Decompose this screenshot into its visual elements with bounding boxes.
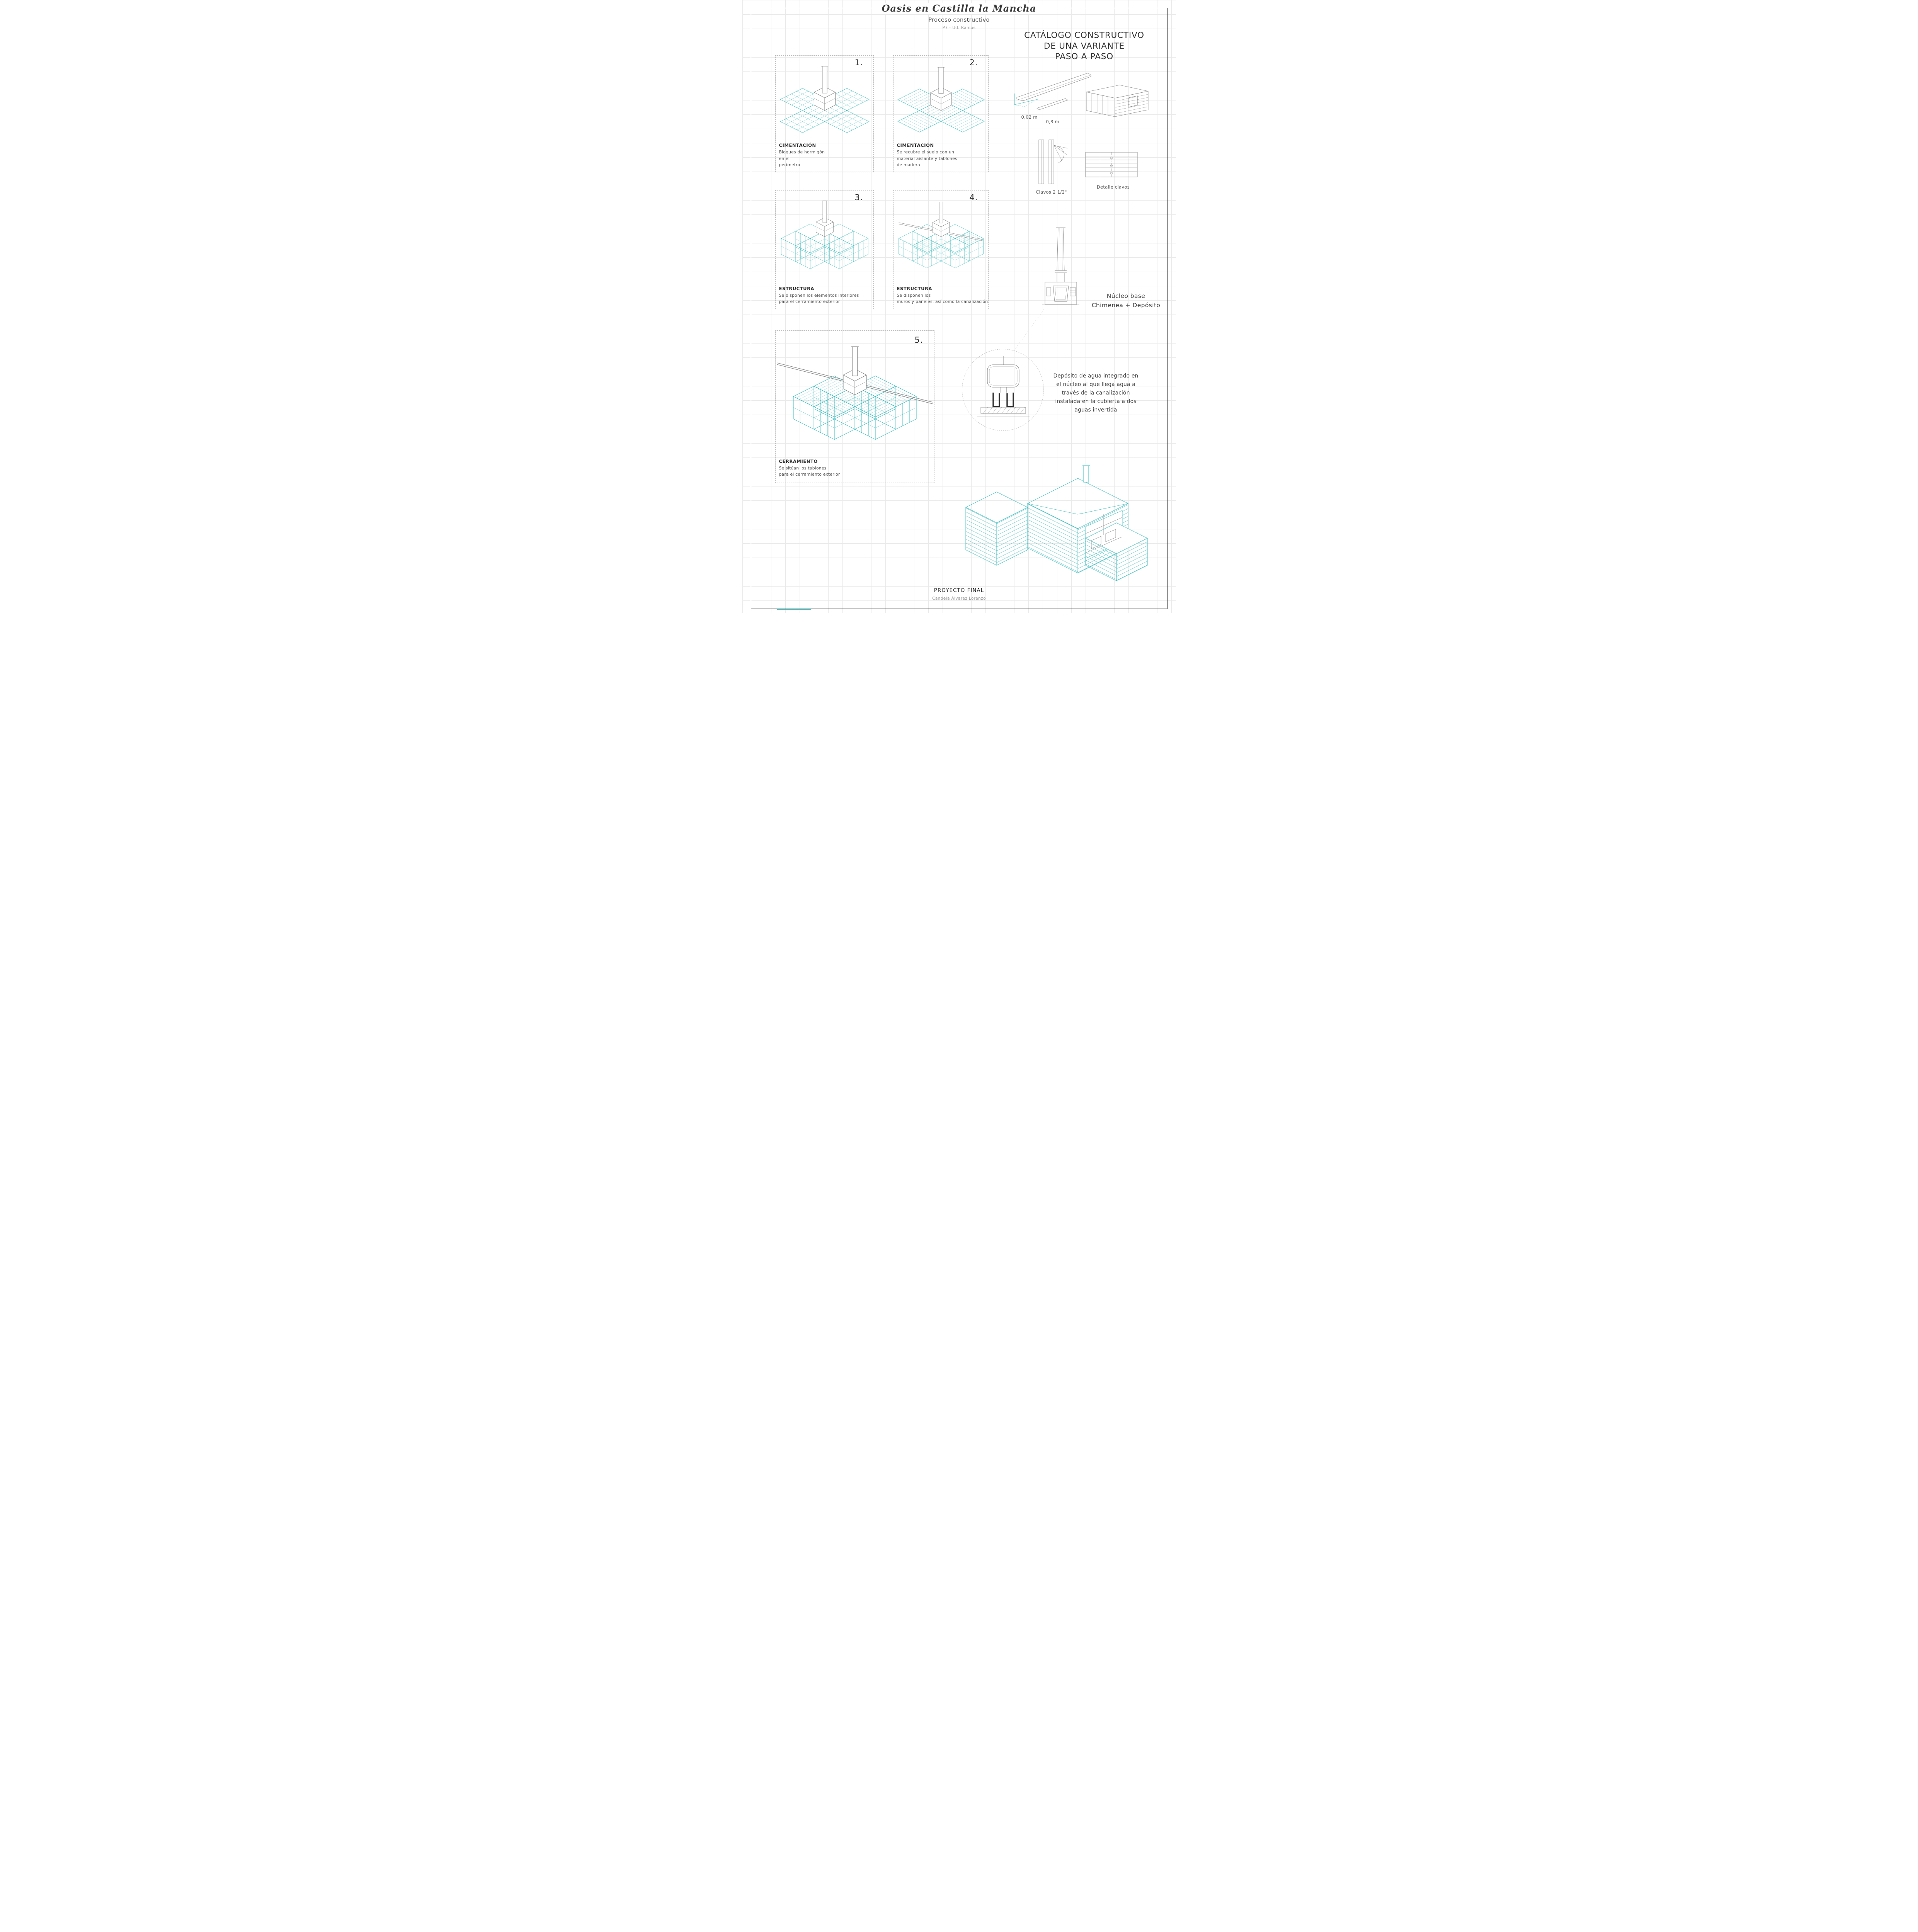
plank-dimension-drawing [1014, 73, 1091, 110]
footer-author: Candela Álvarez Lorenzo [932, 596, 986, 601]
step5-desc-line: para el cerramiento exterior [779, 472, 840, 477]
author-code: P7 - Ud. Ramos [942, 26, 976, 30]
core-chimney-elevation-drawing [1042, 227, 1079, 305]
step4-desc-line: muros y paneles, así como la canalizació… [897, 299, 988, 304]
page-subtitle: Proceso constructivo [928, 17, 990, 23]
step-panel-3: 3. ESTRUCTURA Se disponen los elementos … [775, 190, 874, 309]
step2-caption: CIMENTACIÓN Se recubre el suelo con un m… [897, 143, 957, 168]
deposit-note-line: Depósito de agua integrado en [1053, 373, 1139, 379]
sheet: Oasis en Castilla la Mancha Proceso cons… [742, 0, 1176, 613]
step5-desc-line: Se sitúan los tablones [779, 465, 827, 471]
cabin-sketch-drawing [1086, 85, 1148, 117]
catalog-heading-line3: PASO A PASO [1055, 52, 1113, 62]
step3-title: ESTRUCTURA [779, 286, 815, 291]
step2-floor-drawing [897, 67, 984, 133]
step-panel-5: 5. CERRAMIENTO [775, 330, 934, 483]
step3-desc-line: Se disponen los elementos interiores [779, 293, 859, 298]
plank-thickness-dim: 0,02 m [1021, 114, 1038, 120]
step-panel-1: 1. CIMENTACIÓN Bloques de hormigón en el… [775, 55, 874, 172]
step4-title: ESTRUCTURA [897, 286, 933, 291]
nails-label: Clavos 2 1/2" [1036, 189, 1067, 195]
nails-detail-label: Detalle clavos [1096, 184, 1130, 190]
leader-line [1013, 309, 1044, 352]
deposit-detail-circle [962, 349, 1044, 431]
step1-caption: CIMENTACIÓN Bloques de hormigón en el pe… [779, 143, 825, 168]
nails-plan-drawing [1085, 152, 1137, 177]
nails-angle-drawing [1038, 139, 1068, 184]
step3-structure-drawing [781, 201, 868, 269]
step1-title: CIMENTACIÓN [779, 142, 816, 148]
catalog-heading-line2: DE UNA VARIANTE [1043, 41, 1125, 51]
step5-title: CERRAMIENTO [779, 458, 818, 464]
step3-caption: ESTRUCTURA Se disponen los elementos int… [779, 286, 859, 305]
step3-desc-line: para el cerramiento exterior [779, 299, 840, 304]
core-label-line1: Núcleo base [1106, 293, 1145, 299]
step-panel-4: 4. ESTRUCTURA Se disponen los muros y pa… [893, 190, 989, 309]
deposit-note-line: instalada en la cubierta a dos [1055, 398, 1137, 405]
step4-walls-drawing [898, 202, 984, 269]
step1-foundation-drawing [780, 66, 869, 133]
deposit-note-line: el núcleo al que llega agua a [1056, 381, 1135, 388]
step1-number: 1. [854, 58, 863, 67]
step4-number: 4. [969, 193, 978, 202]
step2-desc-line: material aislante y tablones [897, 156, 957, 161]
deposit-note: Depósito de agua integrado en el núcleo … [1050, 372, 1142, 414]
step1-desc-line: en el [779, 156, 790, 161]
plank-width-dim: 0,3 m [1046, 119, 1060, 124]
step4-desc-line: Se disponen los [897, 293, 931, 298]
step1-desc-line: perímetro [779, 162, 800, 168]
step3-number: 3. [854, 193, 863, 202]
step5-number: 5. [914, 335, 923, 345]
teal-accent-line [777, 609, 811, 610]
footer-title: PROYECTO FINAL [934, 587, 984, 594]
catalog-heading: CATÁLOGO CONSTRUCTIVO DE UNA VARIANTE PA… [1013, 30, 1156, 62]
step5-cladding-drawing [776, 346, 933, 440]
step5-caption: CERRAMIENTO Se sitúan los tablones para … [779, 459, 840, 478]
step2-desc-line: de madera [897, 162, 920, 168]
core-label-line2: Chimenea + Depósito [1091, 302, 1161, 309]
deposit-section-drawing [977, 356, 1030, 417]
deposit-note-line: aguas invertida [1074, 407, 1117, 413]
catalog-heading-line1: CATÁLOGO CONSTRUCTIVO [1024, 31, 1144, 40]
deposit-note-line: través de la canalización [1062, 390, 1130, 396]
core-label: Núcleo base Chimenea + Depósito [1087, 291, 1165, 310]
step4-caption: ESTRUCTURA Se disponen los muros y panel… [897, 286, 988, 305]
step2-number: 2. [969, 58, 978, 67]
step1-desc-line: Bloques de hormigón [779, 149, 825, 155]
page-title: Oasis en Castilla la Mancha [873, 3, 1045, 14]
step-panel-2: 2. CIMENTACIÓN Se recubre el suelo con u… [893, 55, 989, 172]
final-project-drawing [965, 465, 1148, 581]
step2-title: CIMENTACIÓN [897, 142, 934, 148]
step2-desc-line: Se recubre el suelo con un [897, 149, 955, 155]
